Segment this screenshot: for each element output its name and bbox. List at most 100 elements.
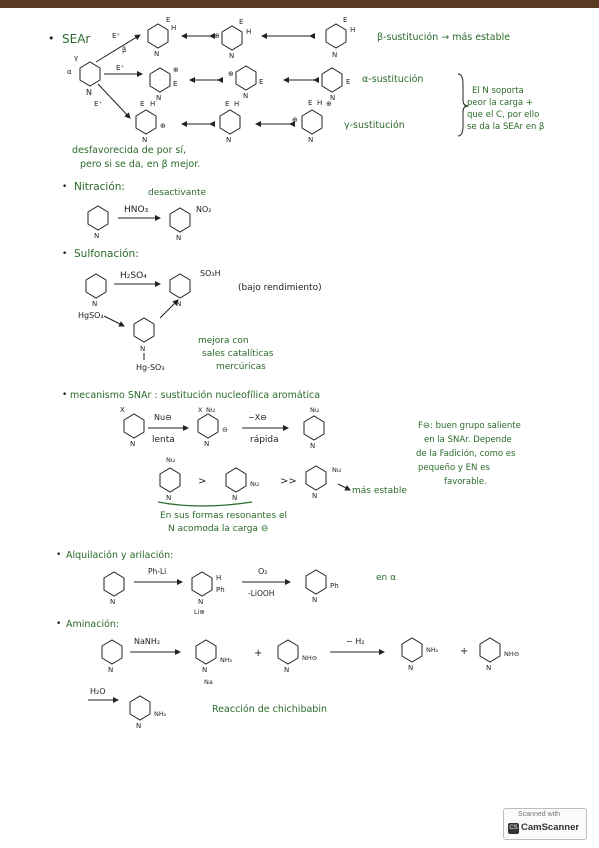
arrow-to-gamma: [97, 83, 131, 119]
compare-ring-gamma: [159, 467, 181, 493]
sulfonation-reactant-ring: [85, 273, 107, 299]
alkylation-note: en α: [376, 573, 396, 583]
snar-product-ring: [303, 415, 325, 441]
camscanner-stamp: Scanned with CS CamScanner: [503, 808, 587, 840]
nitration-product-ring: [169, 207, 191, 233]
alpha-ring-1: [149, 67, 171, 93]
nitration-reactant-n: N: [94, 232, 99, 240]
alpha-ring-2: [235, 65, 257, 91]
alkylation-reactant-n: N: [110, 598, 115, 606]
arrow-alpha-e: E⁺: [116, 64, 124, 72]
note-brace: [457, 73, 469, 137]
sulfonation-reagent: H₂SO₄: [120, 271, 147, 281]
sulfonation-improve-2: sales catalíticas: [202, 349, 274, 359]
snar-intermediate-x: X: [198, 406, 203, 414]
sulfonation-section: • Sulfonación: N H₂SO₄ N SO₃H (bajo rend…: [62, 248, 322, 372]
amination-section: • Aminación: N NaNH₂ NH₂ N Na + NH⊖ N − …: [56, 619, 519, 730]
sear-title: SEAr: [62, 32, 90, 46]
sear-conclusion-1: desfavorecida de por sí,: [72, 145, 186, 156]
sear-conclusion-2: pero si se da, en β mejor.: [80, 159, 200, 170]
amination-reactant-ring: [101, 639, 123, 665]
amination-fourth-n: N: [486, 664, 491, 672]
compare-ring-beta: [305, 465, 327, 491]
sear-note-3: que el C, por ello: [467, 110, 539, 120]
gamma-2-h: H: [234, 100, 239, 108]
snar-title: mecanismo SNAr : sustitución nucleofílic…: [70, 390, 320, 401]
sear-note-1: El N soporta: [472, 86, 524, 96]
alkylation-product-ph: Ph: [330, 582, 339, 590]
snar-leaving: −X⊖: [248, 413, 267, 422]
resonance-underline: [157, 501, 253, 507]
top-edge-band: [0, 0, 599, 8]
pyridine-start-n: N: [86, 88, 92, 97]
beta-3-e: E: [343, 16, 347, 24]
gamma-1-plus: ⊕: [160, 122, 166, 130]
sear-note-4: se da la SEAr en β: [467, 122, 544, 132]
beta-1-h: H: [171, 24, 176, 32]
snar-intermediate-nu: Nu: [206, 406, 215, 414]
beta-1-n: N: [154, 50, 159, 58]
amination-intermediate-n: N: [202, 666, 207, 674]
alkylation-reagent: Ph-Li: [148, 567, 166, 576]
alkylation-bullet: •: [56, 550, 61, 560]
alkylation-byproduct: -LiOOH: [248, 589, 274, 598]
alkylation-product-n: N: [312, 596, 317, 604]
alpha-1-plus: ⊕: [173, 66, 179, 74]
amination-third-ring: [401, 637, 423, 663]
sulfonation-catalyst-arrow: [103, 315, 125, 327]
amination-third-n: N: [408, 664, 413, 672]
compare-alpha-n: N: [232, 494, 237, 502]
resonance-note-2: N acomoda la carga ⊖: [168, 524, 268, 534]
gamma-1-n: N: [142, 136, 147, 144]
gamma-ring-3: [301, 109, 323, 135]
alpha-2-plus: ⊕: [228, 70, 234, 78]
gamma-1-e: E: [140, 100, 144, 108]
amination-second-ring: [277, 639, 299, 665]
amination-reactant-n: N: [108, 666, 113, 674]
alkylation-title: Alquilación y arilación:: [66, 550, 173, 561]
camscanner-logo-icon: CS: [508, 823, 519, 834]
sulfonation-improve-3: mercúricas: [216, 362, 266, 372]
snar-bullet: •: [62, 390, 67, 400]
sear-bullet: •: [48, 32, 55, 45]
sulfonation-bullet: •: [62, 249, 67, 259]
nitration-reagent: HNO₃: [124, 205, 149, 215]
beta-intermediates: E H N E H N ⊕ E H N: [147, 16, 355, 60]
compare-beta-n: N: [312, 492, 317, 500]
fluoride-note-1: F⊖: buen grupo saliente: [418, 421, 521, 431]
compare-most-stable: más estable: [352, 486, 407, 496]
pyridine-start: [79, 61, 101, 87]
amination-fourth-ring: [479, 637, 501, 663]
snar-fast: rápida: [250, 435, 279, 445]
nitration-title: Nitración:: [74, 181, 125, 193]
snar-intermediate-minus: ⊖: [222, 426, 228, 434]
sulfonation-title: Sulfonación:: [74, 248, 139, 260]
gamma-3-h: H: [317, 99, 322, 107]
alkylation-product-ring: [305, 569, 327, 595]
amination-na: Na: [204, 678, 213, 686]
snar-intermediate-ring: [197, 413, 219, 439]
fluoride-note-3: de la Fadición, como es: [416, 448, 516, 459]
sear-section: • SEAr N γ α E⁺ β E⁺ E⁺ E H N E H N ⊕ E: [48, 16, 544, 170]
compare-gt-2: >>: [280, 476, 297, 487]
alpha-ring-3: [321, 67, 343, 93]
nitration-reactant-ring: [87, 205, 109, 231]
snar-section: • mecanismo SNAr : sustitución nucleofíl…: [62, 390, 521, 534]
beta-ring-3: [325, 23, 347, 49]
alpha-2-n: N: [243, 92, 248, 100]
gamma-3-n: N: [308, 136, 313, 144]
alkylation-intermediate-h: H: [216, 574, 221, 582]
beta-2-h: H: [246, 28, 251, 36]
amination-bullet: •: [56, 619, 61, 629]
alkylation-oxidant: O₂: [258, 567, 268, 576]
gamma-1-h: H: [150, 100, 155, 108]
sulfonation-product-ring: [169, 273, 191, 299]
sulfonation-up-arrow: [159, 299, 179, 319]
amination-product-ring: [129, 695, 151, 721]
beta-3-h: H: [350, 26, 355, 34]
sulfonation-improve-1: mejora con: [198, 336, 249, 346]
compare-gamma-nu: Nu: [166, 456, 175, 464]
alpha-intermediates: ⊕ E N ⊕ E N E N ⊕: [149, 65, 350, 108]
alpha-3-e: E: [346, 78, 350, 86]
